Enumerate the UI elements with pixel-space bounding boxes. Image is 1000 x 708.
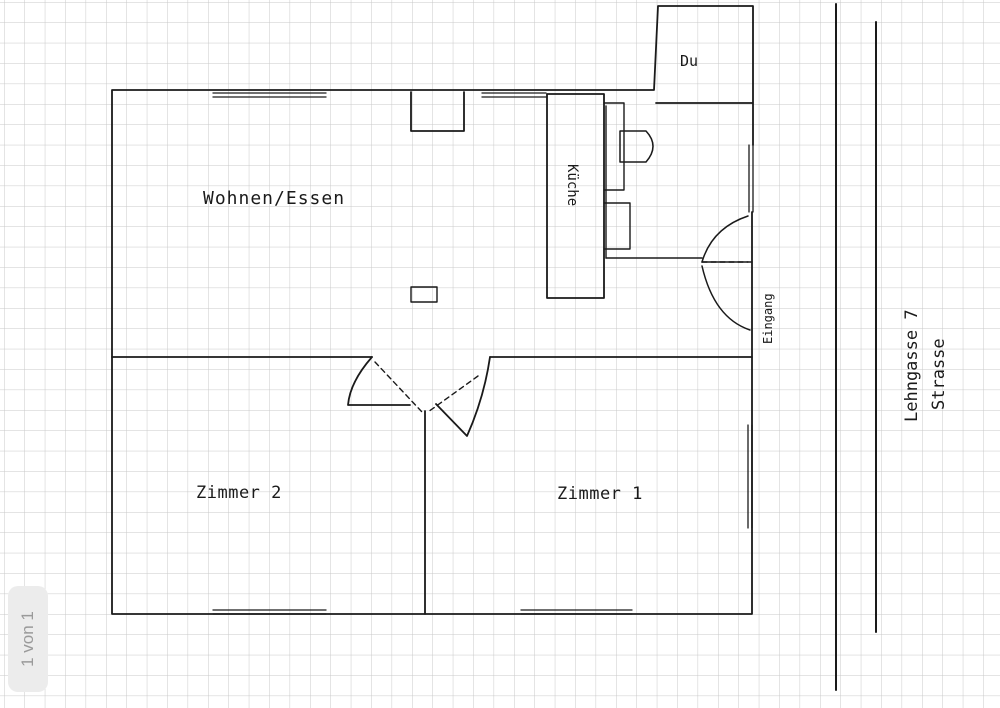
stove (410, 286, 438, 303)
entrance-door (701, 215, 751, 331)
kitchen-counter (546, 93, 605, 299)
label-street-type: Strasse (929, 338, 949, 410)
interior-walls (111, 356, 753, 615)
page-indicator-label: 1 von 1 (18, 611, 37, 667)
chimney (410, 91, 465, 132)
page-indicator: 1 von 1 (8, 586, 48, 692)
window-top-center (481, 92, 547, 98)
label-room-1: Zimmer 1 (557, 484, 643, 504)
label-living-dining: Wohnen/Essen (203, 188, 345, 209)
window-bottom-left (212, 609, 327, 615)
toilet (619, 130, 654, 163)
label-kitchen: Küche (564, 164, 580, 206)
window-top-left (212, 92, 327, 98)
window-bottom-right (520, 609, 633, 615)
door-room-1-swing (427, 375, 479, 413)
outer-walls (111, 5, 754, 615)
door-room-1 (435, 356, 491, 437)
window-right-room1 (747, 424, 753, 529)
door-room-2 (347, 356, 411, 406)
kitchen-appliances (603, 102, 631, 259)
label-room-2: Zimmer 2 (196, 483, 282, 503)
label-entrance: Eingang (761, 293, 775, 344)
floor-plan (111, 3, 877, 691)
door-room-2-swing (374, 361, 423, 413)
window-right-entry (748, 144, 754, 213)
label-street-name: Lehngasse 7 (902, 309, 922, 422)
label-shower: Du (680, 52, 698, 70)
